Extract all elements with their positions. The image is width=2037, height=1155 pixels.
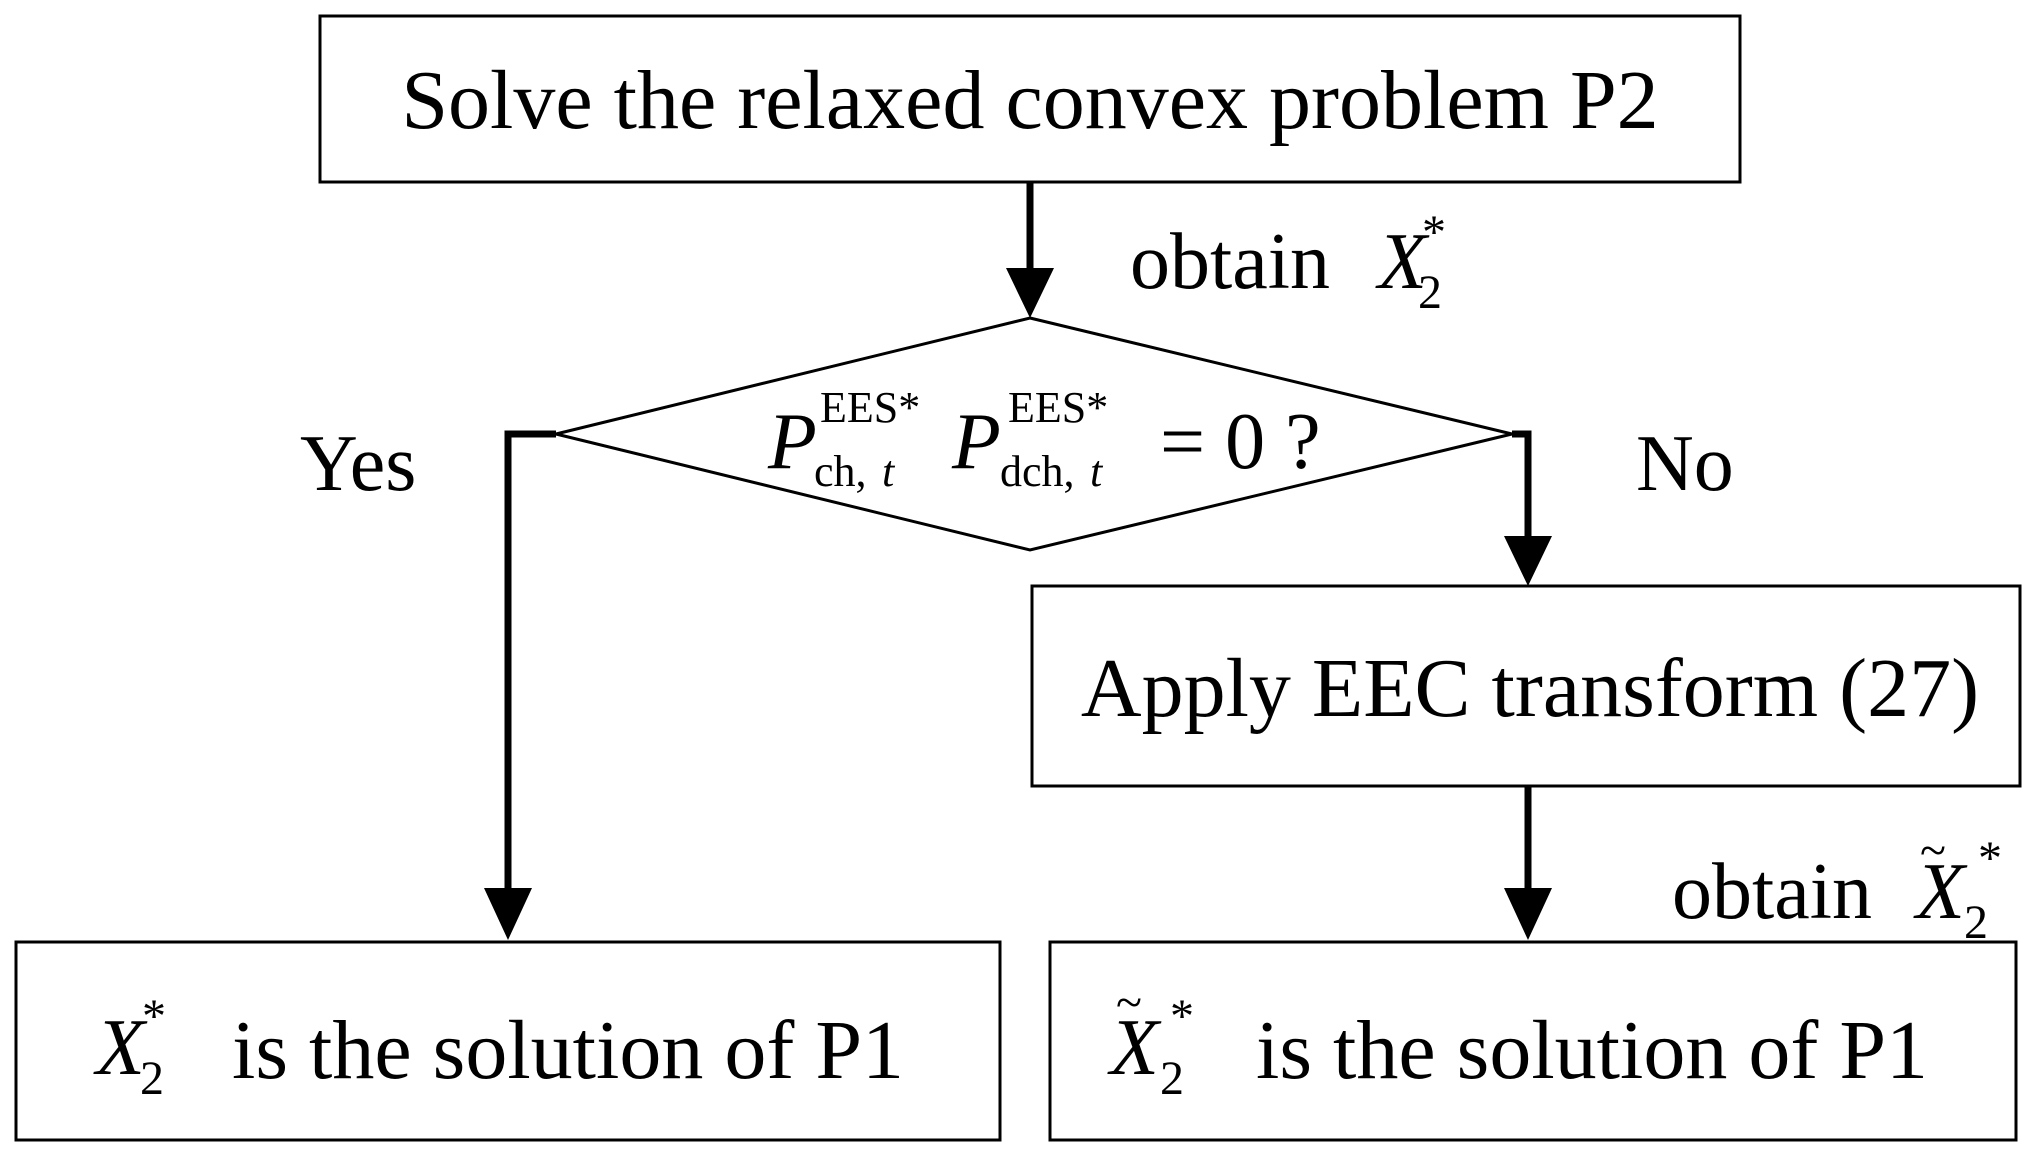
- arrow-no-branch: [1504, 430, 1552, 586]
- decision-diamond: P EES* ch, t P EES* dch, t = 0 ?: [555, 316, 1513, 552]
- no-result-var: X: [1107, 1004, 1162, 1092]
- arrow-start-to-decision: [1006, 182, 1054, 318]
- yes-label: Yes: [300, 420, 416, 508]
- yes-result-sup: *: [142, 990, 166, 1043]
- obtain-bottom-sub: 2: [1964, 896, 1988, 949]
- transform-box: Apply EEC transform (27): [1030, 584, 2022, 788]
- no-result-text: is the solution of P1: [1256, 1004, 1928, 1097]
- obtain-sub: 2: [1418, 266, 1442, 319]
- arrow-transform-to-result: [1504, 786, 1552, 940]
- decision-sup1: EES*: [820, 383, 920, 432]
- start-box: Solve the relaxed convex problem P2: [318, 14, 1742, 184]
- decision-p2: P: [951, 398, 1001, 486]
- start-box-label: Solve the relaxed convex problem P2: [401, 54, 1658, 147]
- obtain-var: X: [1375, 218, 1430, 306]
- obtain-bottom-var: X: [1913, 848, 1968, 936]
- obtain-bottom-sup: *: [1978, 832, 2002, 885]
- obtain-word-bottom: obtain: [1672, 848, 1872, 936]
- decision-sub2-t: t: [1090, 447, 1104, 496]
- decision-tail: = 0 ?: [1160, 398, 1321, 486]
- transform-box-label: Apply EEC transform (27): [1081, 642, 1979, 735]
- decision-sup2: EES*: [1008, 383, 1108, 432]
- svg-text:obtain: obtain: [1130, 218, 1330, 306]
- no-result-box: X ~ * 2 is the solution of P1: [1048, 940, 2018, 1142]
- obtain-sup: *: [1422, 206, 1446, 259]
- no-label: No: [1636, 420, 1734, 508]
- arrow-yes-branch: [484, 430, 556, 940]
- decision-sub1: ch,: [814, 447, 867, 496]
- obtain-x2-tilde-label: obtain X ~ * 2: [1672, 824, 2002, 949]
- yes-result-text: is the solution of P1: [232, 1004, 904, 1097]
- yes-result-box: X * 2 is the solution of P1: [14, 940, 1002, 1142]
- decision-sub2: dch,: [1000, 447, 1075, 496]
- no-result-sub: 2: [1160, 1052, 1184, 1105]
- obtain-x2-label: obtain X * 2: [1130, 206, 1446, 319]
- obtain-bottom-tilde: ~: [1920, 824, 1946, 877]
- yes-result-var: X: [93, 1004, 148, 1092]
- no-result-sup: *: [1170, 990, 1194, 1043]
- no-result-tilde: ~: [1116, 976, 1142, 1029]
- yes-result-sub: 2: [140, 1052, 164, 1105]
- decision-sub1-t: t: [882, 447, 896, 496]
- obtain-word: obtain: [1130, 218, 1330, 306]
- decision-p1: P: [767, 398, 817, 486]
